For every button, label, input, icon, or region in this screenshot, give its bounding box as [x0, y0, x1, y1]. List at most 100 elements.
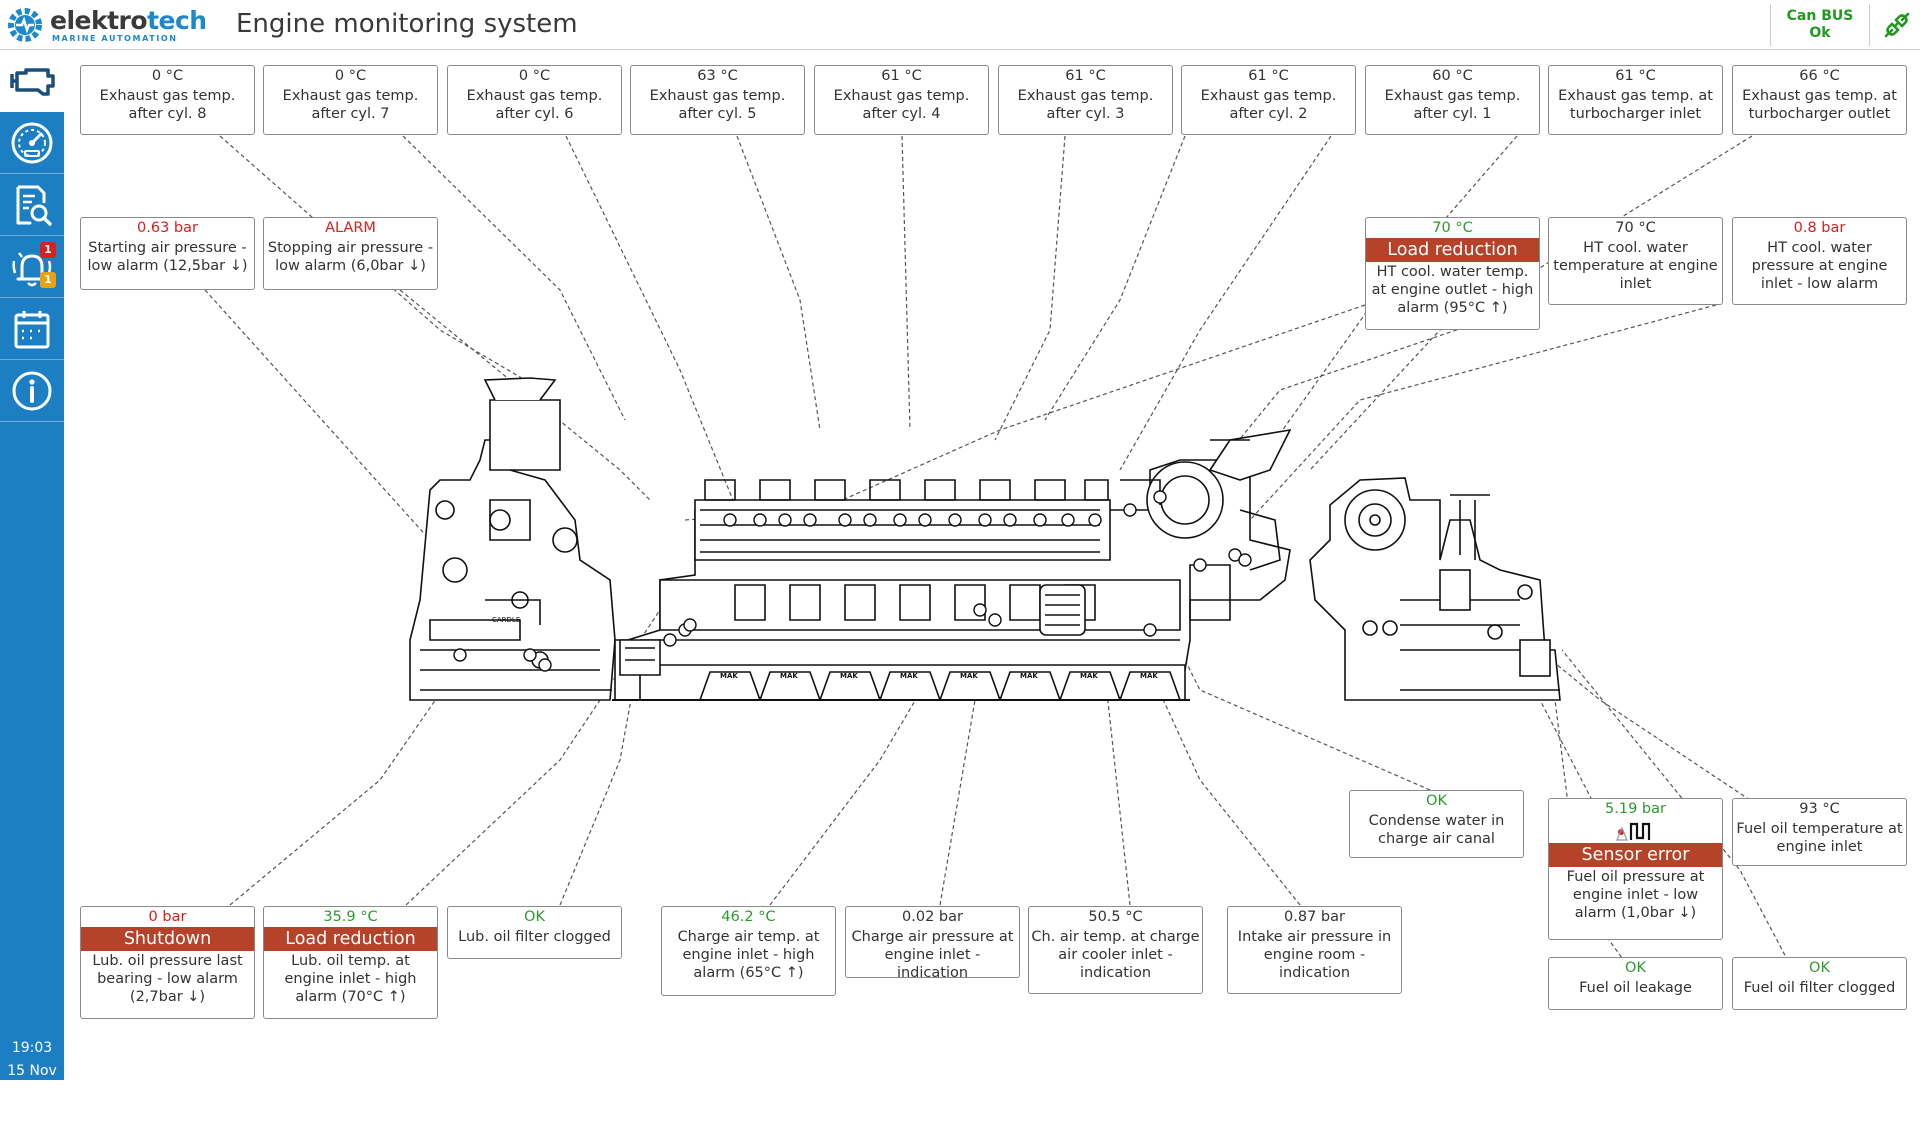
label: Fuel oil temperature at engine inlet [1736, 821, 1903, 855]
value: 50.5 °C [1088, 909, 1143, 925]
elektrotech-logo[interactable]: elektrotech MARINE AUTOMATION [6, 4, 207, 46]
calendar-icon [14, 310, 50, 348]
sidebar-item-calendar[interactable] [0, 298, 64, 360]
status-banner: Shutdown [81, 927, 254, 951]
sidebar-item-alarms[interactable]: 1 1 [0, 236, 64, 298]
label: HT cool. water temp. at engine outlet - … [1371, 264, 1534, 316]
engine-block-drawing: CARDLE [409, 377, 1561, 701]
exhaust-temp-cyl-4[interactable]: 61 °C Exhaust gas temp. after cyl. 4 [814, 65, 989, 135]
intake-air-pressure-engine-room[interactable]: 0.87 bar Intake air pressure in engine r… [1227, 906, 1402, 994]
exhaust-temp-cyl-3[interactable]: 61 °C Exhaust gas temp. after cyl. 3 [998, 65, 1173, 135]
label: Exhaust gas temp. after cyl. 7 [282, 88, 419, 122]
value: OK [1809, 960, 1830, 976]
status-banner: Load reduction [1366, 238, 1539, 262]
value: 0.87 bar [1284, 909, 1345, 925]
sidebar-item-reports[interactable] [0, 174, 64, 236]
value: 0.8 bar [1793, 220, 1846, 236]
exhaust-temp-cyl-7[interactable]: 0 °C Exhaust gas temp. after cyl. 7 [263, 65, 438, 135]
value: 70 °C [1615, 220, 1656, 236]
alarm-count-badge: 1 [40, 242, 56, 258]
label: Lub. oil temp. at engine inlet - high al… [284, 953, 417, 1005]
plate-label-3: MAK [840, 672, 858, 680]
sidebar: 1 1 19:03 15 Nov 2023 UTC [0, 50, 64, 1125]
label: Starting air pressure - low alarm (12,5b… [87, 240, 248, 274]
sidebar-item-gauges[interactable] [0, 112, 64, 174]
logo-wordmark: elektrotech [50, 6, 207, 35]
fuel-oil-inlet-temp[interactable]: 93 °C Fuel oil temperature at engine inl… [1732, 798, 1907, 866]
lub-oil-filter-clogged[interactable]: OK Lub. oil filter clogged [447, 906, 622, 959]
sensor-fault-icon [1549, 819, 1722, 843]
label: Fuel oil leakage [1579, 980, 1692, 996]
value: ALARM [325, 220, 376, 236]
status-banner: Sensor error [1549, 843, 1722, 867]
exhaust-temp-turbo-outlet[interactable]: 66 °C Exhaust gas temp. at turbocharger … [1732, 65, 1907, 135]
exhaust-temp-cyl-1[interactable]: 60 °C Exhaust gas temp. after cyl. 1 [1365, 65, 1540, 135]
label: Fuel oil pressure at engine inlet - low … [1566, 869, 1705, 921]
logo-tagline: MARINE AUTOMATION [52, 34, 178, 43]
label: Charge air pressure at engine inlet - in… [851, 929, 1014, 981]
gear-logo-icon [8, 8, 42, 42]
exhaust-temp-cyl-8[interactable]: 0 °C Exhaust gas temp. after cyl. 8 [80, 65, 255, 135]
label: Charge air temp. at engine inlet - high … [677, 929, 820, 981]
label: HT cool. water pressure at engine inlet … [1751, 240, 1888, 292]
exhaust-temp-cyl-5[interactable]: 63 °C Exhaust gas temp. after cyl. 5 [630, 65, 805, 135]
exhaust-temp-cyl-6[interactable]: 0 °C Exhaust gas temp. after cyl. 6 [447, 65, 622, 135]
value: 66 °C [1799, 68, 1840, 84]
value: 46.2 °C [721, 909, 776, 925]
ht-cooling-water-inlet-temp[interactable]: 70 °C HT cool. water temperature at engi… [1548, 217, 1723, 305]
label: Fuel oil filter clogged [1743, 980, 1896, 996]
sidebar-item-engine[interactable] [0, 50, 64, 112]
fuel-oil-filter-clogged[interactable]: OK Fuel oil filter clogged [1732, 957, 1907, 1010]
label: Exhaust gas temp. after cyl. 5 [649, 88, 786, 122]
warning-count-badge: 1 [40, 272, 56, 288]
page-title: Engine monitoring system [236, 9, 578, 39]
label: Exhaust gas temp. at turbocharger outlet [1742, 88, 1897, 122]
logo-word-1: elektro [50, 6, 148, 35]
connection-plug-icon[interactable] [1880, 8, 1914, 42]
clock-date: 15 Nov [7, 1063, 57, 1079]
exhaust-temp-cyl-2[interactable]: 61 °C Exhaust gas temp. after cyl. 2 [1181, 65, 1356, 135]
value: 93 °C [1799, 801, 1840, 817]
lub-oil-pressure-last-bearing[interactable]: 0 bar Shutdown Lub. oil pressure last be… [80, 906, 255, 1019]
value: 5.19 bar [1605, 801, 1666, 817]
charge-air-inlet-temp[interactable]: 46.2 °C Charge air temp. at engine inlet… [661, 906, 836, 996]
engine-schematic: CARDLE [204, 135, 1799, 981]
value: 35.9 °C [323, 909, 378, 925]
value: 61 °C [1065, 68, 1106, 84]
plate-label-6: MAK [1020, 672, 1038, 680]
clock-time: 19:03 [11, 1040, 53, 1056]
fuel-oil-inlet-pressure[interactable]: 5.19 bar Sensor error Fuel oil pressure … [1548, 798, 1723, 940]
value: 0 °C [334, 68, 367, 84]
value: 0.02 bar [902, 909, 963, 925]
clock-year: 2023 [14, 1086, 50, 1102]
exhaust-temp-turbo-inlet[interactable]: 61 °C Exhaust gas temp. at turbocharger … [1548, 65, 1723, 135]
label: HT cool. water temperature at engine inl… [1553, 240, 1718, 292]
info-icon [12, 371, 52, 410]
value: OK [1426, 793, 1447, 809]
lub-oil-inlet-temp[interactable]: 35.9 °C Load reduction Lub. oil temp. at… [263, 906, 438, 1019]
canbus-state: Ok [1809, 25, 1831, 41]
value: 0 °C [151, 68, 184, 84]
label: Ch. air temp. at charge air cooler inlet… [1031, 929, 1200, 981]
charge-air-inlet-pressure[interactable]: 0.02 bar Charge air pressure at engine i… [845, 906, 1020, 981]
gauge-icon [11, 122, 53, 163]
stopping-air-pressure[interactable]: ALARM Stopping air pressure - low alarm … [263, 217, 438, 290]
canbus-label: Can BUS [1786, 8, 1854, 24]
fuel-oil-leakage[interactable]: OK Fuel oil leakage [1548, 957, 1723, 1010]
label: Exhaust gas temp. after cyl. 4 [833, 88, 970, 122]
sidebar-item-info[interactable] [0, 360, 64, 422]
plate-label-4: MAK [900, 672, 918, 680]
label: Intake air pressure in engine room - ind… [1237, 929, 1392, 981]
value: 61 °C [1248, 68, 1289, 84]
svg-text:CARDLE: CARDLE [492, 616, 520, 624]
value: 0.63 bar [137, 220, 198, 236]
charge-air-cooler-inlet-temp[interactable]: 50.5 °C Ch. air temp. at charge air cool… [1028, 906, 1203, 994]
value: 61 °C [881, 68, 922, 84]
ht-cooling-water-outlet-temp[interactable]: 70 °C Load reduction HT cool. water temp… [1365, 217, 1540, 330]
report-search-icon [16, 185, 52, 226]
starting-air-pressure[interactable]: 0.63 bar Starting air pressure - low ala… [80, 217, 255, 290]
value: 63 °C [697, 68, 738, 84]
condense-water-charge-air[interactable]: OK Condense water in charge air canal [1349, 790, 1524, 858]
value: 0 °C [518, 68, 551, 84]
ht-cooling-water-inlet-pressure[interactable]: 0.8 bar HT cool. water pressure at engin… [1732, 217, 1907, 305]
